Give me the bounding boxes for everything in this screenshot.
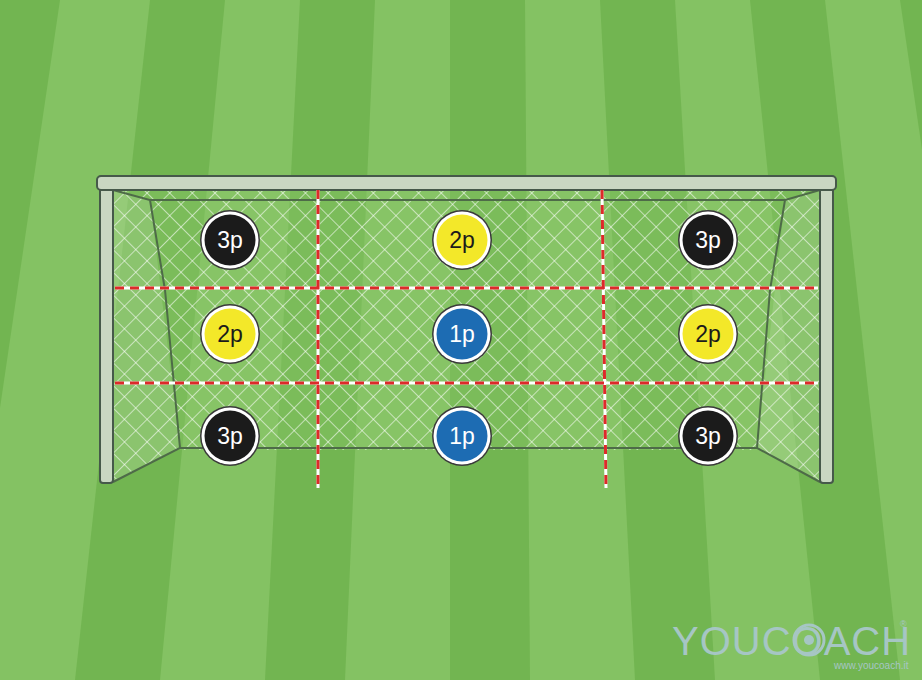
score-circle: 3p <box>677 209 739 271</box>
points-value: 3p <box>677 405 739 467</box>
trademark-mark: ® <box>900 619 907 629</box>
points-value: 2p <box>677 303 739 365</box>
score-circle: 2p <box>199 303 261 365</box>
points-value: 2p <box>431 209 493 271</box>
watermark-url: www.youcoach.it <box>834 660 908 671</box>
score-circle: 1p <box>431 303 493 365</box>
score-circle: 2p <box>431 209 493 271</box>
points-value: 3p <box>677 209 739 271</box>
score-circle: 3p <box>199 209 261 271</box>
score-circle: 2p <box>677 303 739 365</box>
watermark-brand: YOUCOACH <box>672 619 911 664</box>
points-value: 1p <box>431 303 493 365</box>
points-value: 3p <box>199 405 261 467</box>
points-value: 3p <box>199 209 261 271</box>
score-circle: 3p <box>199 405 261 467</box>
points-value: 1p <box>431 405 493 467</box>
score-circle: 3p <box>677 405 739 467</box>
points-value: 2p <box>199 303 261 365</box>
score-circle: 1p <box>431 405 493 467</box>
